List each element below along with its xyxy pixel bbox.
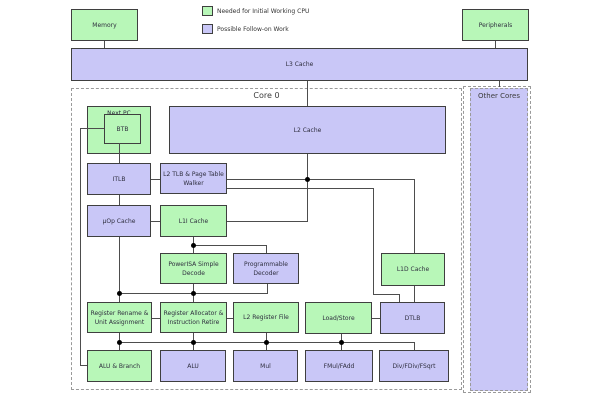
reg-rename-node: Register Rename & Unit Assignment — [87, 302, 152, 333]
connector-feedback-to-btb — [80, 128, 104, 129]
junction-dot — [339, 340, 344, 345]
l1i-cache-node: L1I Cache — [160, 205, 227, 237]
other-cores-fill — [470, 88, 528, 391]
connector-uop-l1i — [151, 221, 160, 222]
load-store-node: Load/Store — [305, 302, 372, 334]
connector-btb-itlb — [119, 143, 120, 163]
core0-label: Core 0 — [253, 91, 280, 100]
uop-cache-node: µOp Cache — [87, 205, 151, 237]
junction-dot — [305, 177, 310, 182]
l3-cache-node: L3 Cache — [71, 48, 528, 81]
junction-dot — [191, 340, 196, 345]
connector-progdec-bus1 — [267, 284, 268, 293]
junction-dot — [191, 243, 196, 248]
alu-node: ALU — [160, 350, 226, 382]
connector-memory-l3 — [104, 41, 105, 48]
connector-l3-l2 — [307, 81, 308, 106]
connector-decode-split — [193, 245, 267, 246]
fmul-fadd-node: FMul/FAdd — [305, 350, 373, 382]
powerisa-decode-node: PowerISA Simple Decode — [160, 253, 227, 284]
connector-l2tlb-dtlb-v — [373, 188, 374, 294]
connector-itlb-uop — [119, 195, 120, 205]
connector-regalloc-l2rf — [227, 318, 233, 319]
connector-branch-feedback-v — [80, 128, 81, 365]
other-cores-container — [463, 86, 531, 393]
programmable-decoder-node: Programmable Decoder — [233, 253, 299, 284]
connector-l2cache-down — [307, 154, 308, 221]
connector-l2tlb-l1d — [414, 179, 415, 253]
connector-progdec-entry — [266, 245, 267, 253]
junction-dot — [191, 291, 196, 296]
dtlb-node: DTLB — [380, 302, 445, 334]
junction-dot — [264, 340, 269, 345]
connector-bus2-div — [414, 342, 415, 350]
connector-itlb-l2tlb — [151, 179, 160, 180]
peripherals-node: Peripherals — [462, 9, 529, 41]
l2-tlb-walker-node: L2 TLB & Page Table Walker — [160, 163, 227, 194]
l2-regfile-node: L2 Register File — [233, 302, 299, 333]
other-cores-label: Other Cores — [478, 92, 520, 100]
connector-dtlb-entry — [399, 294, 400, 302]
junction-dot — [117, 340, 122, 345]
memory-node: Memory — [71, 9, 138, 41]
connector-uop-regrename — [119, 237, 120, 302]
connector-peripherals-l3 — [495, 41, 496, 48]
l2-cache-node: L2 Cache — [169, 106, 446, 154]
connector-l2tlb-right-b — [227, 188, 374, 189]
connector-bus1-regrename — [119, 293, 120, 302]
connector-l3-other-cores — [499, 81, 500, 87]
junction-dot — [117, 291, 122, 296]
reg-alloc-node: Register Allocator & Instruction Retire — [160, 302, 227, 333]
connector-l2tlb-right-a — [227, 179, 415, 180]
next-pc-label: Next PC — [88, 109, 150, 118]
legend-swatch-initial-cpu — [202, 6, 213, 16]
connector-loadstore-dtlb — [372, 318, 380, 319]
connector-regrename-regalloc — [152, 318, 160, 319]
connector-feedback-from-alub — [80, 365, 87, 366]
mul-node: Mul — [233, 350, 298, 382]
itlb-node: ITLB — [87, 163, 151, 195]
alu-branch-node: ALU & Branch — [87, 350, 152, 382]
connector-dtlb-jog — [373, 294, 400, 295]
core0-container — [71, 88, 462, 390]
legend-label-follow-on: Possible Follow-on Work — [217, 26, 289, 33]
legend-swatch-follow-on — [202, 24, 213, 34]
connector-l1d-dtlb — [414, 286, 415, 302]
connector-l1i-l2cache — [227, 221, 308, 222]
l1d-cache-node: L1D Cache — [381, 253, 445, 286]
btb-node: BTB — [104, 114, 141, 144]
legend-label-initial-cpu: Needed for Initial Working CPU — [217, 8, 310, 15]
div-fdiv-fsqrt-node: Div/FDiv/FSqrt — [379, 350, 449, 382]
